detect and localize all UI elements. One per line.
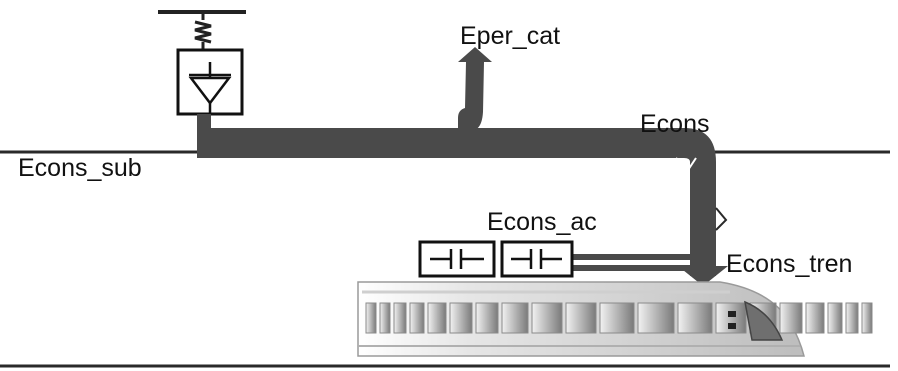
substation-rectifier-icon xyxy=(158,10,246,116)
label-econs-tren: Econs_tren xyxy=(726,250,852,278)
train-window xyxy=(409,302,425,334)
train-window xyxy=(845,302,859,334)
train-window xyxy=(599,302,635,334)
train-window xyxy=(677,302,713,334)
capacitor-icon xyxy=(418,240,496,278)
label-econs-sub: Econs_sub xyxy=(18,154,142,182)
train-window xyxy=(827,302,843,334)
train-window xyxy=(565,302,597,334)
train-window xyxy=(427,302,447,334)
train-window xyxy=(475,302,499,334)
label-econs-ac: Econs_ac xyxy=(487,208,597,236)
train-window xyxy=(805,302,825,334)
train-window xyxy=(393,302,407,334)
capacitor-icon xyxy=(500,240,574,278)
label-eper-cat: Eper_cat xyxy=(460,22,560,50)
label-econs: Econs xyxy=(640,110,709,138)
train-window xyxy=(379,302,391,334)
train-window xyxy=(637,302,675,334)
train-window xyxy=(365,302,377,334)
train-icon xyxy=(357,281,873,357)
train-window xyxy=(779,302,803,334)
train-window xyxy=(501,302,529,334)
train-window xyxy=(531,302,563,334)
flow-marker xyxy=(675,157,697,172)
train-window xyxy=(449,302,473,334)
train-window xyxy=(861,302,873,334)
energy-flow-bands xyxy=(197,47,728,286)
flow-marker xyxy=(715,207,728,231)
